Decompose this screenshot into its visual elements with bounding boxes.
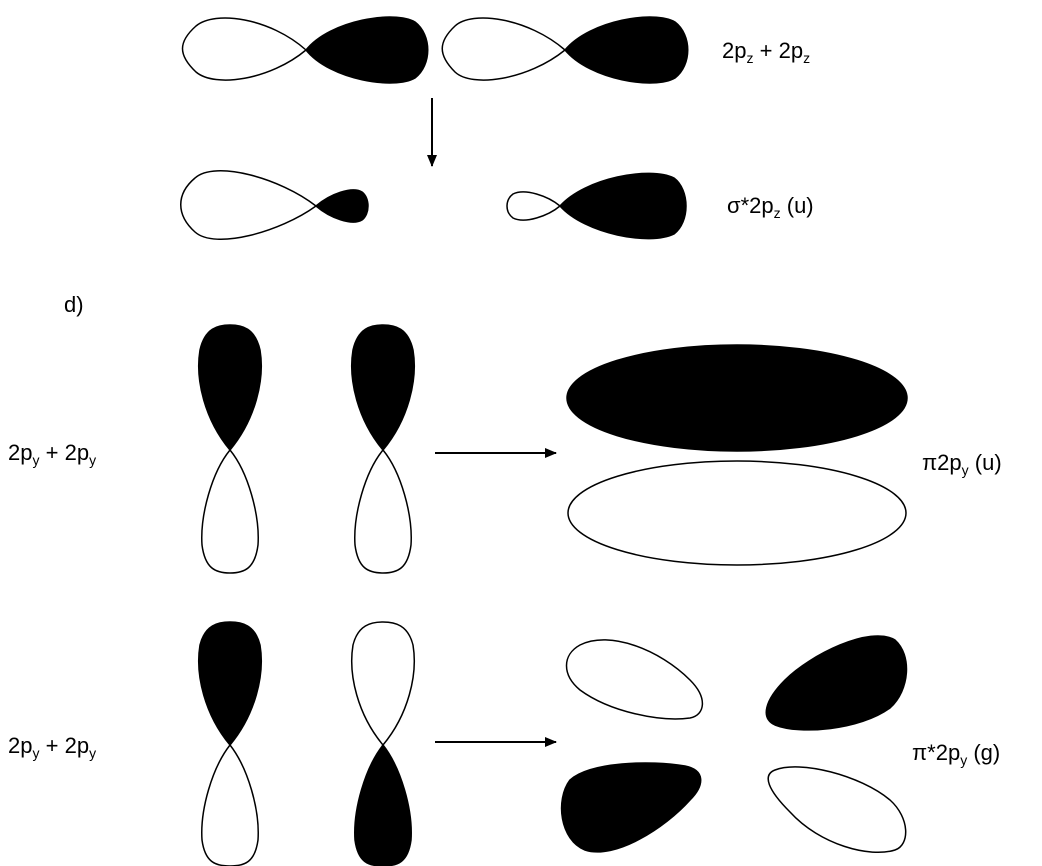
py-orbital-3 (198, 621, 262, 866)
pi-lobe-black (566, 344, 908, 452)
label-subscript: y (89, 452, 97, 468)
label-coefficient: 2 (778, 38, 791, 63)
label-subscript: z (746, 50, 754, 66)
label-orbital-letter: p (20, 440, 33, 465)
sigma-star-orbital-left (180, 170, 369, 240)
py4-lobe-white (351, 621, 415, 747)
py2-lobe-black (351, 324, 415, 452)
label-coefficient: 2 (64, 733, 77, 758)
label-orbital-letter: p (949, 450, 962, 475)
label-pi: π2py (u) (922, 450, 1002, 478)
sigma-star-left-lobe-black (314, 189, 369, 223)
py1-lobe-black (198, 324, 262, 452)
pi-star-lobe-top-right-black (765, 635, 908, 731)
label-operator: + (39, 733, 65, 758)
label-operator: + (753, 38, 779, 63)
section-d-label: d) (64, 292, 84, 317)
label-orbital-letter: p (76, 733, 90, 758)
pi-star-lobe-bottom-right-white (767, 766, 907, 854)
pi-star-lobe-bottom-left-black (560, 762, 702, 853)
label-subscript: y (960, 752, 968, 768)
pi-lobe-white (567, 460, 907, 566)
label-subscript: z (803, 50, 811, 66)
label-orbital-letter: p (761, 193, 774, 218)
label-orbital-letter: p (76, 440, 90, 465)
label-subscript: y (89, 745, 97, 761)
pz-right-lobe-black (564, 16, 689, 84)
label-prefix: σ*2 (727, 193, 762, 218)
label-subscript: y (32, 452, 40, 468)
label-prefix: π*2 (912, 740, 948, 765)
label-orbital-letter: p (734, 38, 747, 63)
label-subscript: y (32, 745, 40, 761)
label-coefficient: 2 (8, 440, 21, 465)
pi-bonding-orbital (566, 344, 908, 566)
py4-lobe-black (354, 743, 412, 866)
label-subscript: y (961, 462, 969, 478)
label-prefix: π2 (922, 450, 950, 475)
py2-lobe-white (354, 448, 412, 574)
py-orbital-1 (198, 324, 262, 574)
label-symmetry: (u) (968, 450, 1002, 475)
py1-lobe-white (201, 448, 259, 574)
pi-star-orbital (560, 635, 908, 854)
py-orbital-2 (351, 324, 415, 574)
label-orbital-letter: p (790, 38, 804, 63)
label-symmetry: (u) (780, 193, 814, 218)
label-subscript: z (773, 205, 781, 221)
label-operator: + (39, 440, 65, 465)
label-coefficient: 2 (722, 38, 735, 63)
sigma-star-right-lobe-black (558, 172, 687, 240)
pz-left-lobe-white (181, 17, 308, 81)
py3-lobe-black (198, 621, 262, 747)
label-symmetry: (g) (967, 740, 1001, 765)
pz-orbital-right (441, 16, 689, 84)
pi-star-lobe-top-left-white (565, 639, 704, 720)
py-orbital-4 (351, 621, 415, 866)
sigma-star-orbital-right (506, 172, 687, 240)
sigma-star-right-lobe-white (506, 191, 562, 221)
label-coefficient: 2 (64, 440, 77, 465)
label-sigma-star: σ*2pz (u) (727, 193, 814, 221)
label-orbital-letter: p (20, 733, 33, 758)
label-orbital-letter: p (947, 740, 961, 765)
label-pi-reactants-1: 2py + 2py (8, 440, 97, 468)
label-pi-star: π*2py (g) (912, 740, 1001, 768)
py3-lobe-white (201, 743, 259, 866)
label-pi-reactants-2: 2py + 2py (8, 733, 97, 761)
label-coefficient: 2 (8, 733, 21, 758)
pz-right-lobe-white (441, 17, 567, 81)
sigma-star-left-lobe-white (180, 170, 318, 240)
pz-orbital-left (181, 16, 429, 84)
label-top-reactants: 2pz + 2pz (722, 38, 811, 66)
pz-left-lobe-black (305, 16, 429, 84)
